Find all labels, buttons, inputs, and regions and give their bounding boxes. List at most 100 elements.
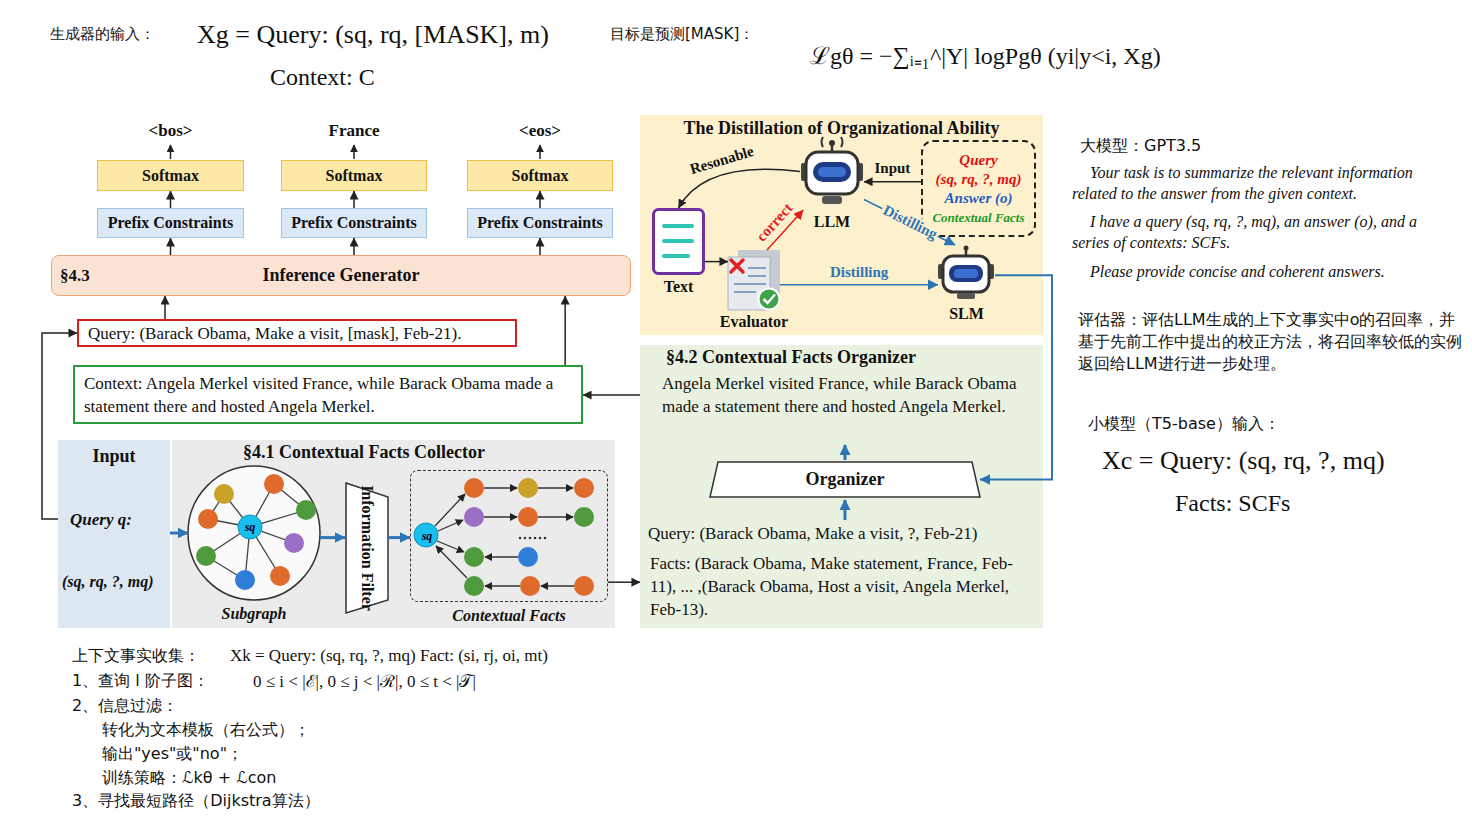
generator-box: §4.3Inference Generator — [51, 255, 631, 296]
llm-robot-drawing — [813, 162, 851, 182]
note-text: 上下文事实收集： — [72, 646, 200, 667]
connector-arrow — [608, 581, 640, 583]
connector-arrow — [170, 191, 172, 208]
subgraph-drawing — [196, 546, 216, 566]
connector-arrow — [864, 200, 955, 246]
subgraph-drawing — [206, 484, 306, 580]
formula: Facts: SCFs — [1175, 490, 1290, 517]
evaluator-drawing — [759, 289, 780, 310]
connector-arrow — [170, 238, 172, 255]
text-document-drawing — [664, 254, 688, 258]
node-text: Query q: — [70, 510, 132, 530]
facts-drawing — [534, 537, 537, 540]
connector-arrow — [388, 536, 410, 539]
node-text: Answer (o) — [945, 189, 1013, 208]
note-text: 转化为文本模板（右公式）； — [102, 720, 310, 741]
note-text: 1、查询 l 阶子图： — [72, 671, 209, 692]
node-label: Prefix Constraints — [108, 214, 233, 232]
node-label: SLM — [918, 305, 1015, 323]
facts-drawing — [519, 537, 547, 540]
input-box: Query(sq, rq, ?, mq)Answer (o)Contextual… — [921, 140, 1036, 237]
edge-label: Resonable — [686, 143, 758, 179]
softmax-box: Softmax — [281, 160, 427, 191]
facts-drawing — [436, 546, 467, 578]
connector-arrow — [42, 333, 77, 519]
evaluator-drawing — [764, 295, 776, 304]
facts-drawing — [438, 520, 463, 531]
facts-drawing — [519, 537, 522, 540]
output-token: <bos> — [149, 121, 193, 141]
llm-robot-drawing — [818, 167, 846, 177]
facts-drawing — [520, 576, 540, 596]
organizer-trapezoid — [710, 445, 980, 520]
note-text: 目标是预测[MASK]： — [610, 25, 754, 44]
node-text: (sq, rq, ?, mq) — [62, 573, 154, 591]
facts-drawing — [464, 576, 484, 596]
node-label: Organizer — [806, 469, 885, 490]
softmax-box: Softmax — [467, 160, 613, 191]
edge-label: Distilling — [828, 264, 890, 281]
node-text: Facts: (Barack Obama, Make statement, Fr… — [650, 552, 1038, 621]
node-label: Context: Angela Merkel visited France, w… — [84, 372, 572, 418]
formula: Xk = Query: (sq, rq, ?, mq) Fact: (si, r… — [230, 644, 548, 667]
evaluator-drawing — [748, 275, 766, 277]
connector-arrow — [353, 238, 355, 255]
connector-arrow — [353, 191, 355, 208]
connector-arrow — [320, 536, 345, 539]
subgraph-drawing — [238, 515, 262, 539]
slm-robot-drawing — [943, 256, 989, 292]
text-document-drawing — [664, 224, 692, 228]
formula: Xg = Query: (sq, rq, [MASK], m) — [197, 20, 549, 50]
organizer-trapezoid — [844, 445, 847, 460]
subgraph-drawing — [264, 474, 284, 494]
subgraph-drawing — [188, 466, 320, 600]
facts-drawing — [414, 478, 594, 596]
prompt-text: I have a query (sq, rq, ?, mq), an answe… — [1072, 211, 1452, 253]
formula: ℒgθ = −∑ᵢ₌₁^|Y| logPgθ (yi|y<i, Xg) — [810, 38, 1161, 71]
facts-drawing — [414, 523, 438, 547]
node-text: Query: (Barack Obama, Make a visit, ?, F… — [648, 522, 978, 545]
node-label: Text — [632, 278, 725, 296]
evaluator-drawing — [748, 267, 766, 269]
note-text: 输出"yes"或"no"； — [102, 744, 243, 765]
facts-drawing — [529, 537, 532, 540]
edge-label: Input — [873, 160, 913, 177]
evaluator-drawing — [728, 250, 780, 310]
facts-drawing — [574, 507, 594, 527]
facts-drawing — [538, 487, 573, 488]
facts-drawing — [541, 585, 574, 586]
node-text: Contextual Facts — [932, 208, 1024, 227]
subgraph-drawing — [188, 466, 320, 600]
text-document-drawing — [654, 210, 704, 274]
slm-robot-drawing — [938, 246, 994, 300]
facts-drawing — [524, 537, 527, 540]
note-text: 2、信息过滤： — [72, 696, 178, 717]
llm-robot-drawing — [822, 196, 842, 204]
constraint-box: Prefix Constraints — [281, 208, 427, 238]
facts-drawing — [518, 547, 538, 567]
facts-drawing — [518, 507, 538, 527]
slm-robot-drawing — [954, 269, 978, 278]
text-document-drawing — [664, 239, 692, 243]
connector-arrow — [539, 191, 541, 208]
node-label: Contextual Facts — [411, 607, 607, 625]
node-label: §4.3 — [60, 266, 90, 286]
subgraph-drawing — [235, 570, 255, 590]
facts-drawing — [435, 488, 574, 586]
organizer-trapezoid — [844, 500, 847, 520]
evaluator-drawing — [731, 260, 743, 272]
note-text: 3、寻找最短路径（Dijkstra算法） — [72, 791, 320, 812]
node-label: §4.1 Contextual Facts Collector — [243, 442, 485, 463]
softmax-box: Softmax — [97, 160, 244, 191]
text-document-drawing — [654, 210, 704, 274]
node-label: Query — [959, 151, 997, 170]
facts-drawing — [539, 537, 542, 540]
facts-drawing — [464, 507, 484, 527]
facts-drawing — [484, 487, 517, 488]
connector-arrow — [780, 284, 938, 286]
slm-robot-drawing — [957, 293, 975, 299]
formula: Context: C — [270, 64, 375, 91]
llm-robot-drawing — [806, 152, 858, 194]
slm-robot-drawing — [964, 246, 969, 251]
note-text: 评估器：评估LLM生成的上下文事实中o的召回率，并基于先前工作中提出的校正方法，… — [1078, 309, 1464, 375]
